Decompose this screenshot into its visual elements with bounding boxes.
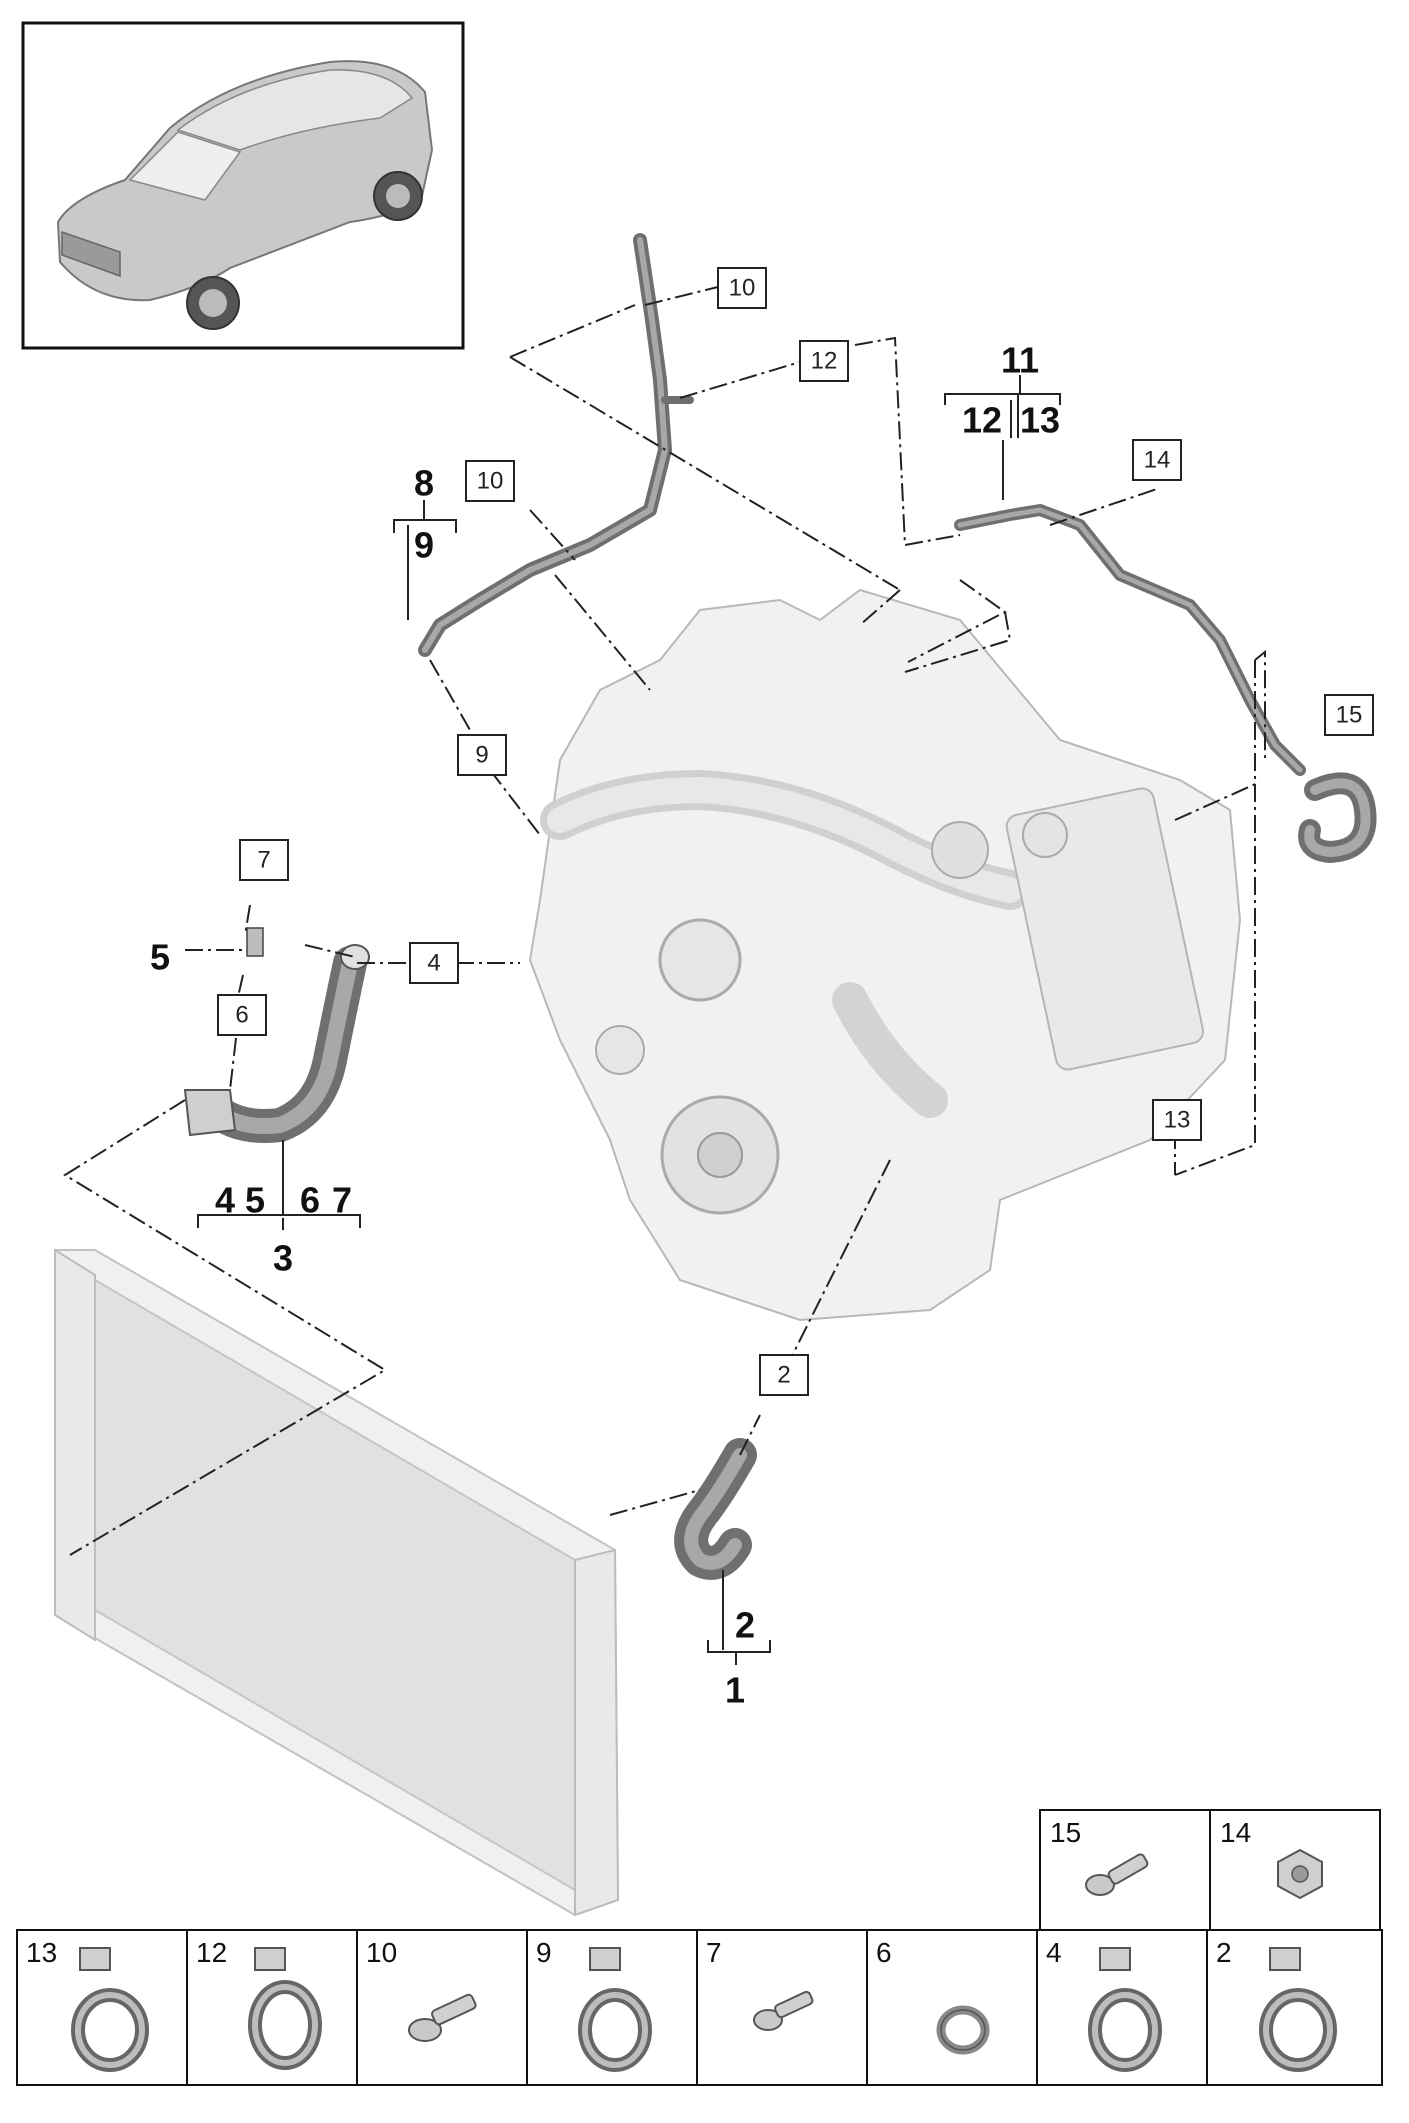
assembly-label-item-6: 6 — [300, 1180, 320, 1221]
assembly-label-1: 1 — [725, 1670, 745, 1711]
callout-box-6: 6 — [217, 994, 267, 1036]
callout-box-10-mid: 10 — [465, 460, 515, 502]
upper-coolant-pipe — [418, 233, 694, 657]
assembly-label-2: 2 — [735, 1605, 755, 1646]
coolant-return-pipe — [954, 504, 1306, 776]
callout-box-15: 15 — [1324, 694, 1374, 736]
callout-box-12: 12 — [799, 340, 849, 382]
hose-clamp-icon — [248, 1947, 322, 2070]
parts-table: 15 14 13 12 — [16, 1809, 1383, 2086]
cell-number: 6 — [876, 1937, 892, 1968]
bracket-lines — [197, 375, 1061, 1665]
parts-cell-2: 2 — [1206, 1929, 1383, 2086]
parts-cell-14: 14 — [1209, 1809, 1381, 1931]
hose-clamp-icon — [578, 1947, 652, 2072]
bolt-icon — [1085, 1853, 1149, 1896]
parts-cell-13: 13 — [16, 1929, 188, 2086]
assembly-label-3: 3 — [273, 1238, 293, 1279]
callout-label: 9 — [475, 742, 488, 769]
radiator — [54, 1248, 620, 1917]
callout-label: 10 — [477, 468, 504, 495]
hose-15 — [1298, 772, 1377, 863]
cell-number: 4 — [1046, 1937, 1062, 1968]
callout-label: 4 — [427, 950, 440, 977]
callout-label: 2 — [777, 1362, 790, 1389]
parts-cell-7: 7 — [696, 1929, 868, 2086]
assembly-label-12: 12 — [962, 400, 1002, 441]
seal-ring-icon — [936, 2005, 990, 2055]
bolt-icon — [408, 1993, 477, 2042]
assembly-label-item-7: 7 — [332, 1180, 352, 1221]
cell-number: 9 — [536, 1937, 552, 1968]
cell-number: 7 — [706, 1937, 722, 1968]
callout-label: 10 — [729, 275, 756, 302]
cell-number: 13 — [26, 1937, 57, 1968]
parts-cell-9: 9 — [526, 1929, 698, 2086]
callout-box-13: 13 — [1152, 1099, 1202, 1141]
callout-label: 6 — [235, 1002, 248, 1029]
parts-cell-12: 12 — [186, 1929, 358, 2086]
callout-box-14: 14 — [1132, 439, 1182, 481]
engine-block — [528, 588, 1242, 1322]
callout-box-10-top: 10 — [717, 267, 767, 309]
hose-clamp-icon — [1259, 1947, 1337, 2072]
callout-label: 14 — [1144, 447, 1171, 474]
hose-3 — [183, 927, 370, 1143]
parts-cell-4: 4 — [1036, 1929, 1208, 2086]
hose-clamp-icon — [1088, 1947, 1162, 2072]
leader-lines — [63, 286, 1266, 1556]
cell-number: 15 — [1050, 1817, 1081, 1848]
assembly-label-9: 9 — [414, 525, 434, 566]
cell-number: 14 — [1220, 1817, 1251, 1848]
assembly-label-item-5: 5 — [245, 1180, 265, 1221]
parts-cell-10: 10 — [356, 1929, 528, 2086]
parts-cell-6: 6 — [866, 1929, 1038, 2086]
callout-label: 15 — [1336, 702, 1363, 729]
vehicle-thumbnail — [21, 21, 465, 350]
callout-label: 12 — [811, 348, 838, 375]
callout-box-4: 4 — [409, 942, 459, 984]
callout-box-9: 9 — [457, 734, 507, 776]
bolt-icon — [753, 1990, 814, 2031]
callout-label: 7 — [257, 847, 270, 874]
assembly-label-item-4: 4 — [215, 1180, 235, 1221]
hose-clamp-icon — [71, 1947, 149, 2072]
assembly-label-8: 8 — [414, 463, 434, 504]
cell-number: 2 — [1216, 1937, 1232, 1968]
callout-label: 13 — [1164, 1107, 1191, 1134]
assembly-label-11: 11 — [1001, 340, 1039, 381]
assembly-label-5: 5 — [150, 937, 170, 978]
callout-box-7: 7 — [239, 839, 289, 881]
parts-cell-15: 15 — [1039, 1809, 1211, 1931]
car-illustration — [56, 60, 434, 330]
callout-box-2: 2 — [759, 1354, 809, 1396]
hose-1 — [674, 1438, 757, 1580]
cell-number: 12 — [196, 1937, 227, 1968]
cell-number: 10 — [366, 1937, 397, 1968]
assembly-label-13: 13 — [1020, 400, 1060, 441]
flange-nut-icon — [1277, 1848, 1323, 1900]
